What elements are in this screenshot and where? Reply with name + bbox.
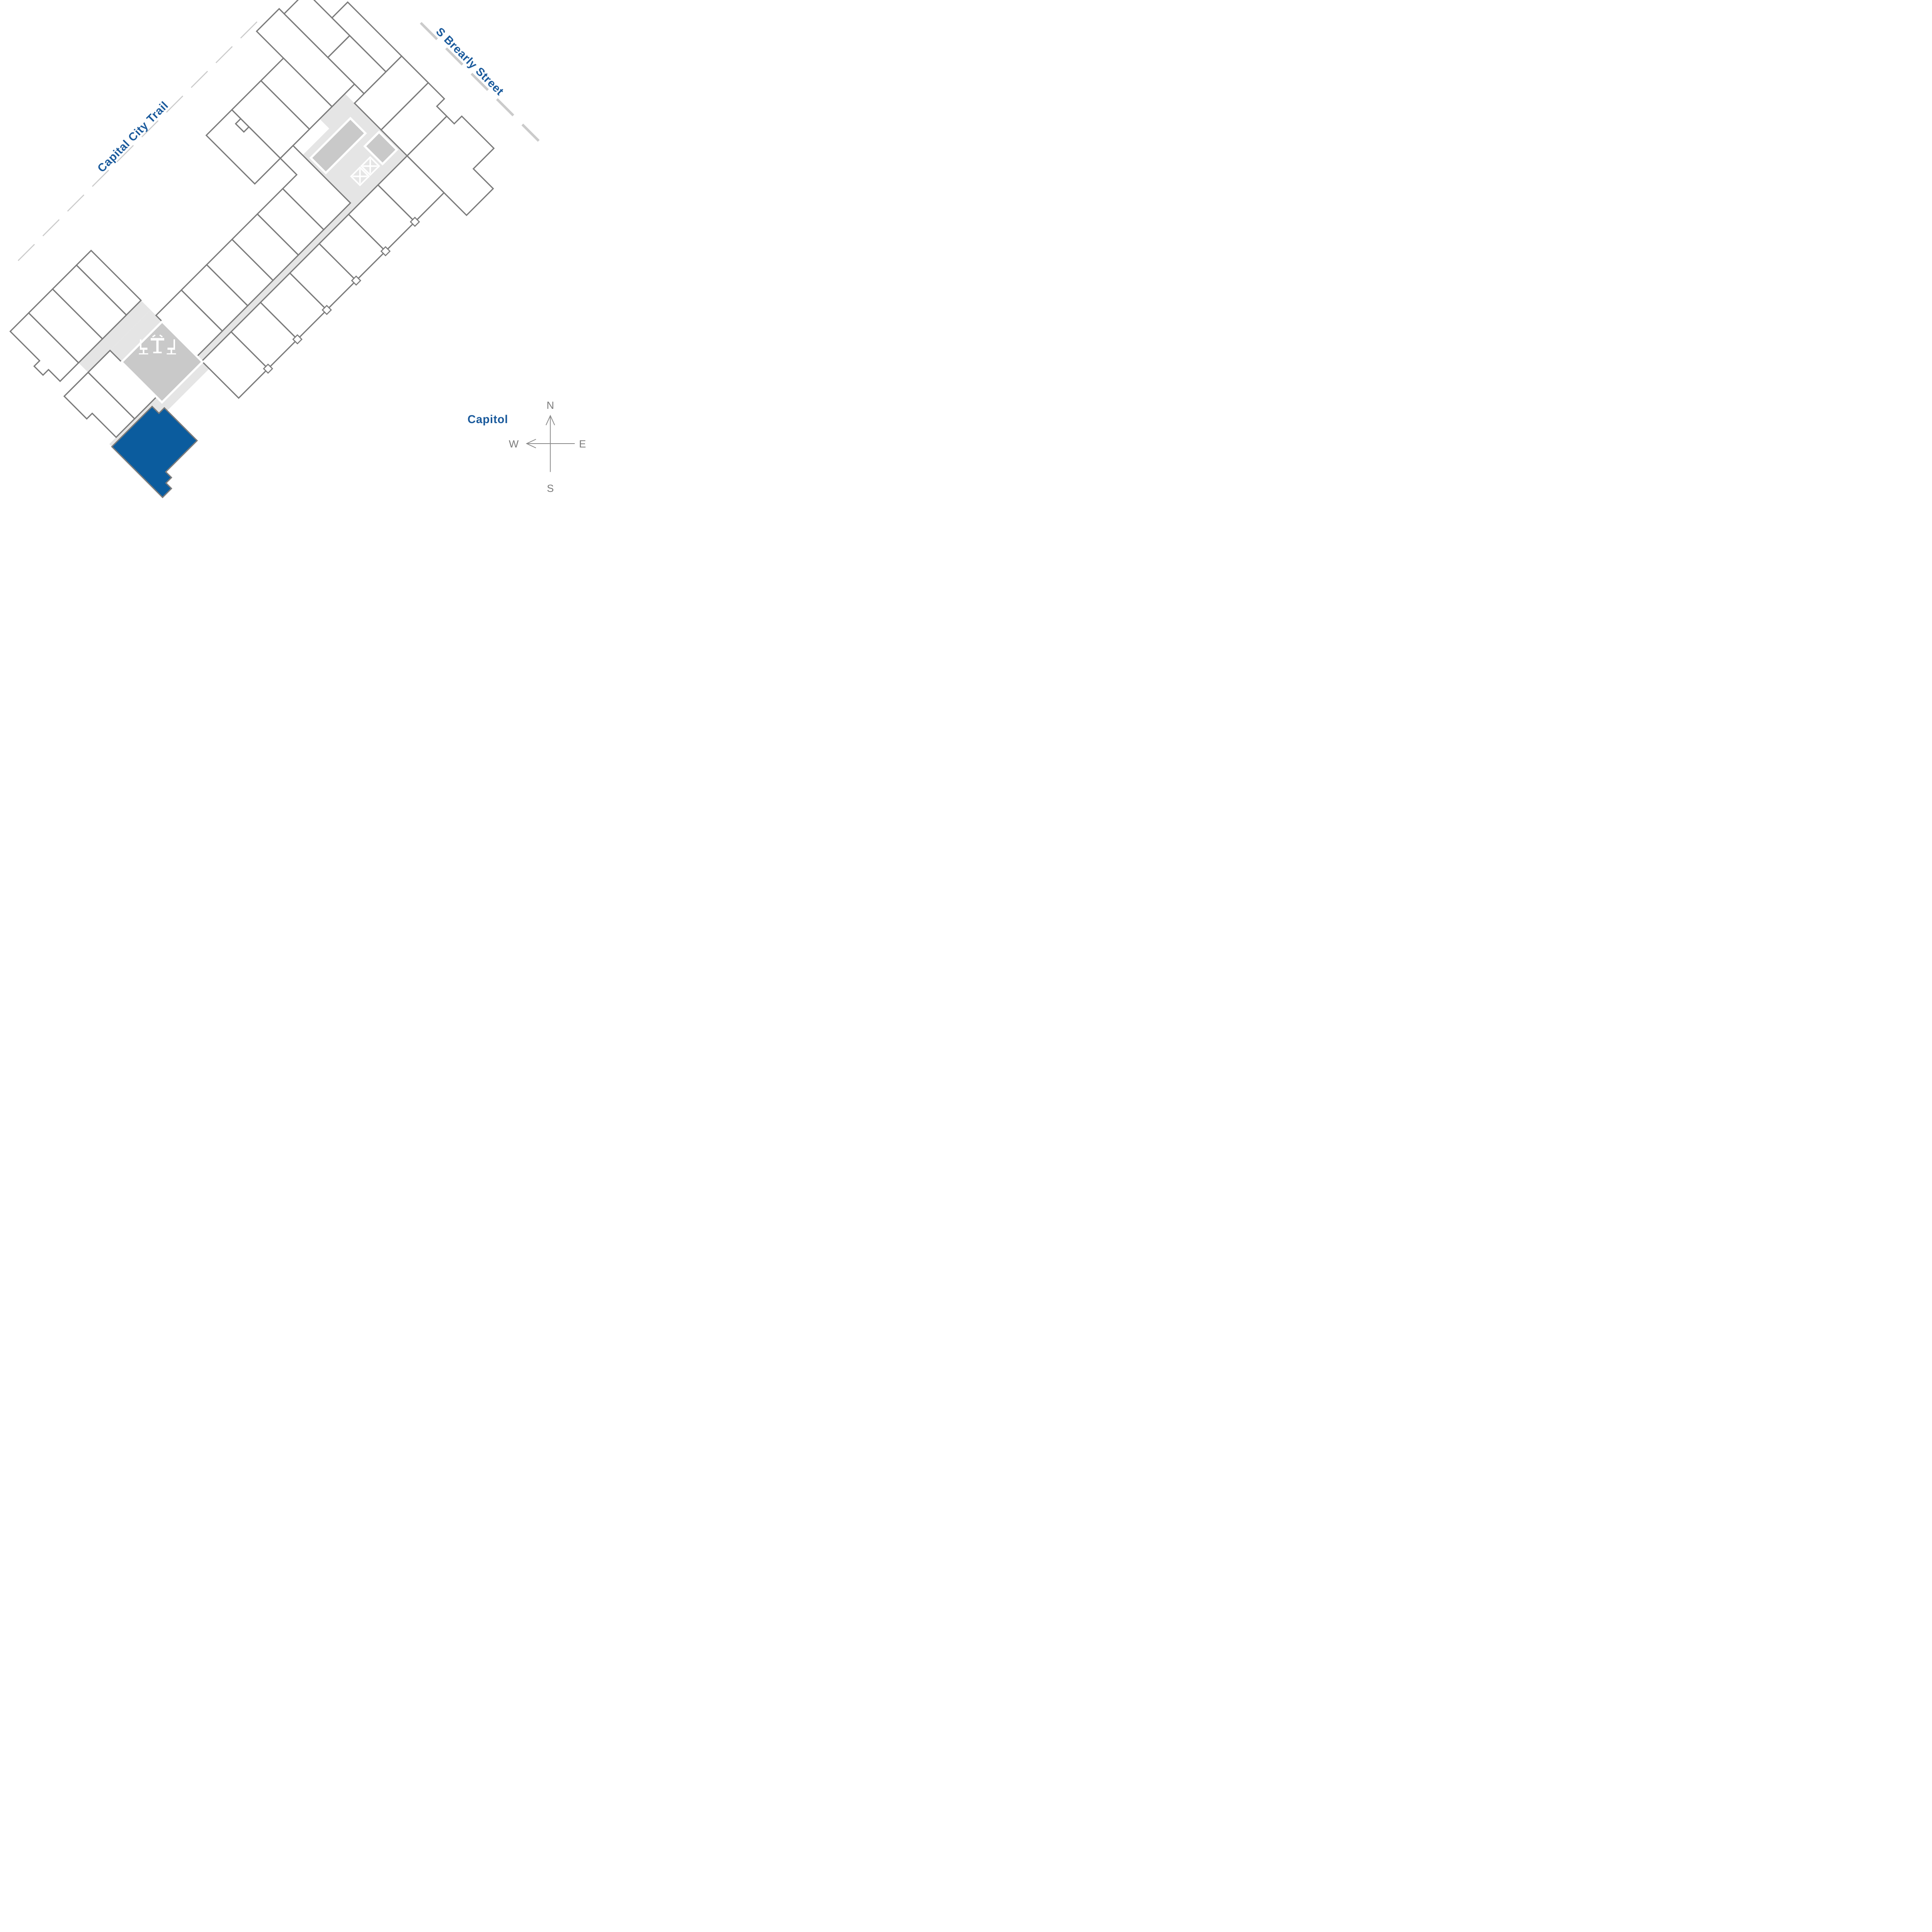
compass-w: W — [509, 438, 519, 450]
compass: N S W E — [509, 400, 586, 494]
facade-notch — [292, 334, 303, 345]
compass-s: S — [547, 483, 554, 494]
top-amenity-lobby — [303, 94, 407, 208]
site-plan-map: Capital City Trail S Brearly Street Capi… — [9, 0, 586, 498]
stairs-x-icon — [360, 156, 380, 176]
capital-city-trail-line — [17, 15, 264, 261]
unit — [75, 250, 142, 316]
compass-n: N — [547, 400, 554, 411]
facade-notch — [380, 246, 391, 257]
elevator-block — [363, 130, 398, 166]
unit-east-corner — [406, 115, 495, 216]
southwest-corridor-stub — [78, 300, 151, 372]
compass-north-arrowhead — [546, 415, 555, 425]
unit — [63, 371, 136, 438]
capitol-label: Capitol — [468, 413, 508, 426]
street-label: S Brearly Street — [434, 25, 506, 98]
elevator-block — [309, 117, 367, 175]
compass-west-arrowhead — [526, 439, 536, 449]
unit — [205, 109, 281, 185]
building-plan — [9, 0, 541, 498]
table-and-chairs-icon — [139, 334, 176, 355]
terrace-amenity-square — [120, 320, 204, 404]
facade-notch — [321, 304, 332, 315]
unit-southwest-end — [9, 312, 80, 382]
facade-notch — [263, 363, 273, 374]
stairs-x-icon — [350, 166, 370, 187]
main-corridor — [197, 203, 355, 361]
unit — [256, 188, 325, 256]
s-brearly-street-line — [420, 22, 541, 143]
unit — [377, 155, 445, 223]
compass-e: E — [579, 438, 586, 450]
highlighted-unit[interactable] — [111, 401, 208, 498]
facade-notch — [351, 275, 361, 286]
trail-label: Capital City Trail — [95, 99, 171, 175]
mid-amenity-pad-north — [105, 310, 162, 367]
facade-notch — [410, 216, 420, 227]
